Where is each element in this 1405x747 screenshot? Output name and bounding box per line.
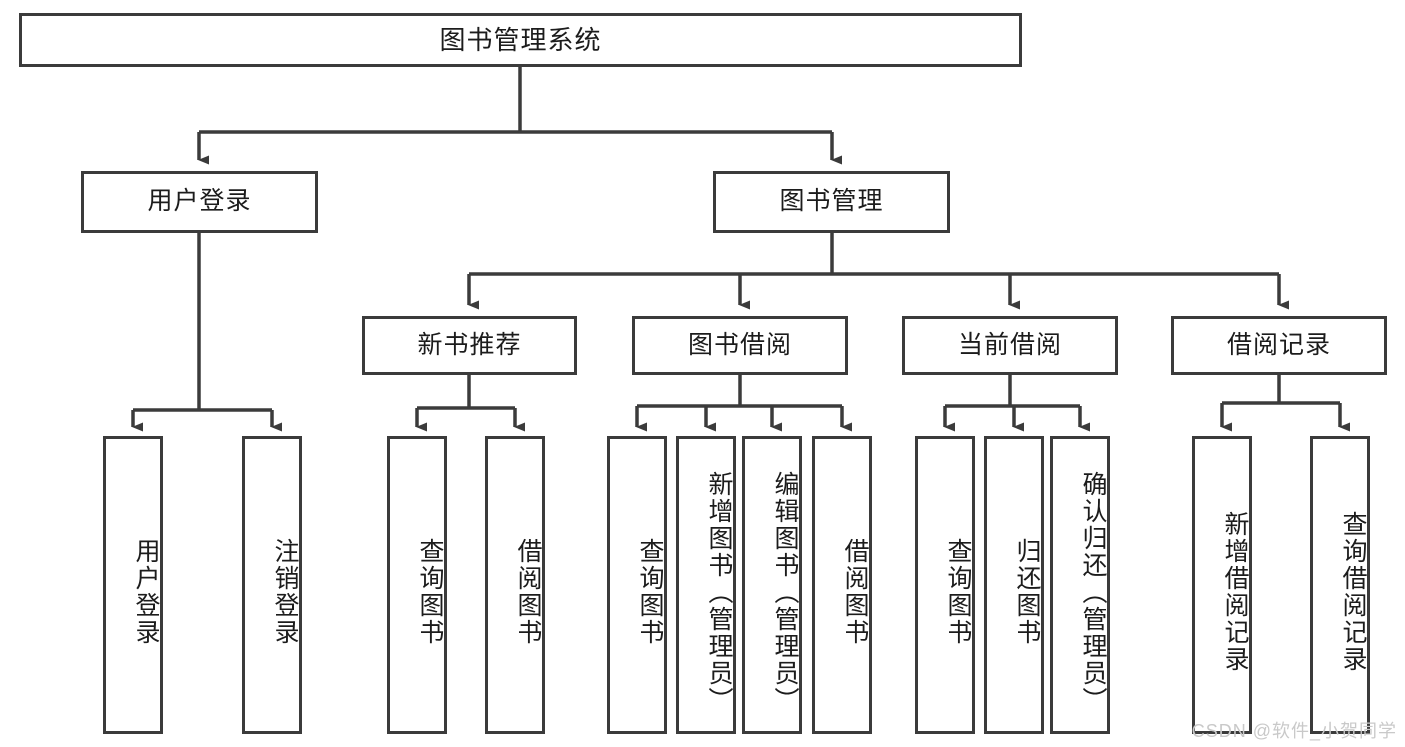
node-label: 借阅图书 [514,538,542,646]
node-label: 新增借阅记录 [1221,511,1249,673]
node-label: 当前借阅 [957,330,1062,359]
node-root-book-management-system[interactable]: 图书管理系统 [19,13,1022,67]
node-current-borrow[interactable]: 当前借阅 [902,316,1118,375]
node-label: 查询图书 [636,538,664,646]
leaf-book-borrow-add-book[interactable]: 新增图书（管理员） [676,436,736,734]
node-label: 借阅图书 [841,538,869,646]
node-label: 图书管理 [779,187,884,216]
leaf-user-login-logout[interactable]: 注销登录 [242,436,302,734]
node-label: 查询图书 [944,538,972,646]
node-book-management[interactable]: 图书管理 [713,171,950,233]
node-label: 确认归还（管理员） [1079,470,1107,714]
leaf-book-borrow-edit-book[interactable]: 编辑图书（管理员） [742,436,802,734]
node-label: 查询图书 [416,538,444,646]
node-label: 归还图书 [1013,538,1041,646]
node-user-login[interactable]: 用户登录 [81,171,318,233]
node-label: 查询借阅记录 [1339,511,1367,673]
leaf-current-borrow-confirm-return[interactable]: 确认归还（管理员） [1050,436,1110,734]
node-label: 用户登录 [132,538,160,646]
node-label: 新增图书（管理员） [705,470,733,714]
node-label: 注销登录 [271,538,299,646]
csdn-watermark: CSDN @软件_小贺同学 [1191,721,1397,741]
leaf-new-book-borrow-book[interactable]: 借阅图书 [485,436,545,734]
leaf-current-borrow-return-book[interactable]: 归还图书 [984,436,1044,734]
leaf-book-borrow-query-book[interactable]: 查询图书 [607,436,667,734]
leaf-current-borrow-query-book[interactable]: 查询图书 [915,436,975,734]
node-book-borrow[interactable]: 图书借阅 [632,316,848,375]
node-new-book-recommend[interactable]: 新书推荐 [362,316,577,375]
node-label: 编辑图书（管理员） [771,470,799,714]
leaf-borrow-record-add-record[interactable]: 新增借阅记录 [1192,436,1252,734]
leaf-book-borrow-borrow-book[interactable]: 借阅图书 [812,436,872,734]
node-label: 图书借阅 [687,330,792,359]
node-label: 用户登录 [147,187,252,216]
node-borrow-record[interactable]: 借阅记录 [1171,316,1387,375]
node-label: 新书推荐 [417,330,522,359]
node-label: 图书管理系统 [439,24,602,55]
node-label: 借阅记录 [1226,330,1331,359]
leaf-borrow-record-query-record[interactable]: 查询借阅记录 [1310,436,1370,734]
leaf-new-book-query-book[interactable]: 查询图书 [387,436,447,734]
leaf-user-login-login[interactable]: 用户登录 [103,436,163,734]
